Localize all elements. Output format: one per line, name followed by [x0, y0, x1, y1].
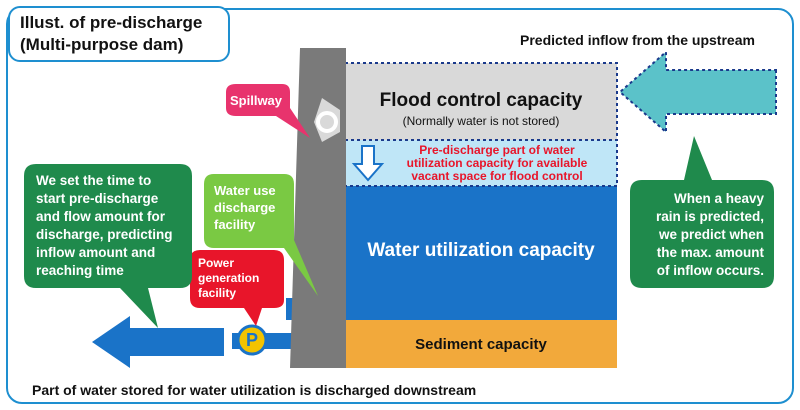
- power-bubble-shape: [190, 250, 284, 326]
- left-line-5: inflow amount and: [36, 245, 156, 260]
- water-utilization-zone: [345, 186, 617, 320]
- water-use-line-1: Water use: [214, 183, 276, 198]
- pump-label: P: [245, 330, 258, 350]
- outflow-arrow: [92, 316, 224, 368]
- left-bubble-shape: [24, 164, 192, 328]
- down-arrow-icon: [351, 145, 385, 182]
- water-use-line-2: discharge: [214, 200, 276, 215]
- predischarge-text-2: utilization capacity for available: [406, 156, 588, 170]
- power-bubble: Power generation facility: [198, 256, 259, 301]
- flood-zone-subtitle: (Normally water is not stored): [402, 114, 560, 128]
- predischarge-text-1: Pre-discharge part of water: [419, 143, 575, 157]
- sediment-zone: [345, 320, 617, 368]
- water-use-line-3: facility: [214, 217, 256, 232]
- spillway-notch: [314, 98, 340, 142]
- left-line-2: start pre-discharge: [36, 191, 159, 206]
- right-line-4: the max. amount: [656, 245, 764, 260]
- right-bubble: When a heavy rain is predicted, we predi…: [630, 190, 774, 280]
- flood-zone-title: Flood control capacity: [379, 90, 583, 111]
- bottom-note: Part of water stored for water utilizati…: [32, 382, 477, 398]
- water-use-bubble-shape: [204, 174, 318, 296]
- title-line-1: Illust. of pre-discharge: [20, 13, 203, 32]
- left-line-6: reaching time: [36, 263, 124, 278]
- water-zone-title: Water utilization capacity: [367, 240, 595, 261]
- spillway-bubble-shape: [226, 84, 310, 138]
- dam-body: [290, 48, 346, 368]
- power-line-3: facility: [198, 286, 237, 300]
- title-box: Illust. of pre-discharge (Multi-purpose …: [8, 6, 230, 62]
- left-bubble: We set the time to start pre-discharge a…: [36, 172, 173, 280]
- right-line-3: we predict when: [658, 227, 764, 242]
- inflow-arrow: [618, 49, 777, 135]
- diagram-frame: [6, 8, 794, 404]
- right-bubble-shape: [630, 136, 774, 288]
- water-use-bubble: Water use discharge facility: [214, 182, 276, 233]
- pump-icon: [236, 324, 268, 356]
- flood-control-zone: [345, 63, 617, 140]
- power-line-1: Power: [198, 256, 235, 270]
- spillway-gate: [316, 111, 338, 133]
- power-line-2: generation: [198, 271, 260, 285]
- spillway-bubble-text: Spillway: [230, 93, 283, 108]
- right-line-1: When a heavy: [673, 191, 764, 206]
- predischarge-text-3: vacant space for flood control: [411, 169, 583, 183]
- left-line-1: We set the time to: [36, 173, 152, 188]
- left-line-4: discharge, predicting: [36, 227, 173, 242]
- right-line-2: rain is predicted,: [655, 209, 764, 224]
- sediment-zone-title: Sediment capacity: [415, 336, 547, 353]
- top-note: Predicted inflow from the upstream: [520, 32, 755, 48]
- title-line-2: (Multi-purpose dam): [20, 35, 184, 54]
- predischarge-zone: [345, 140, 617, 186]
- left-line-3: and flow amount for: [36, 209, 165, 224]
- right-line-5: of inflow occurs.: [656, 263, 764, 278]
